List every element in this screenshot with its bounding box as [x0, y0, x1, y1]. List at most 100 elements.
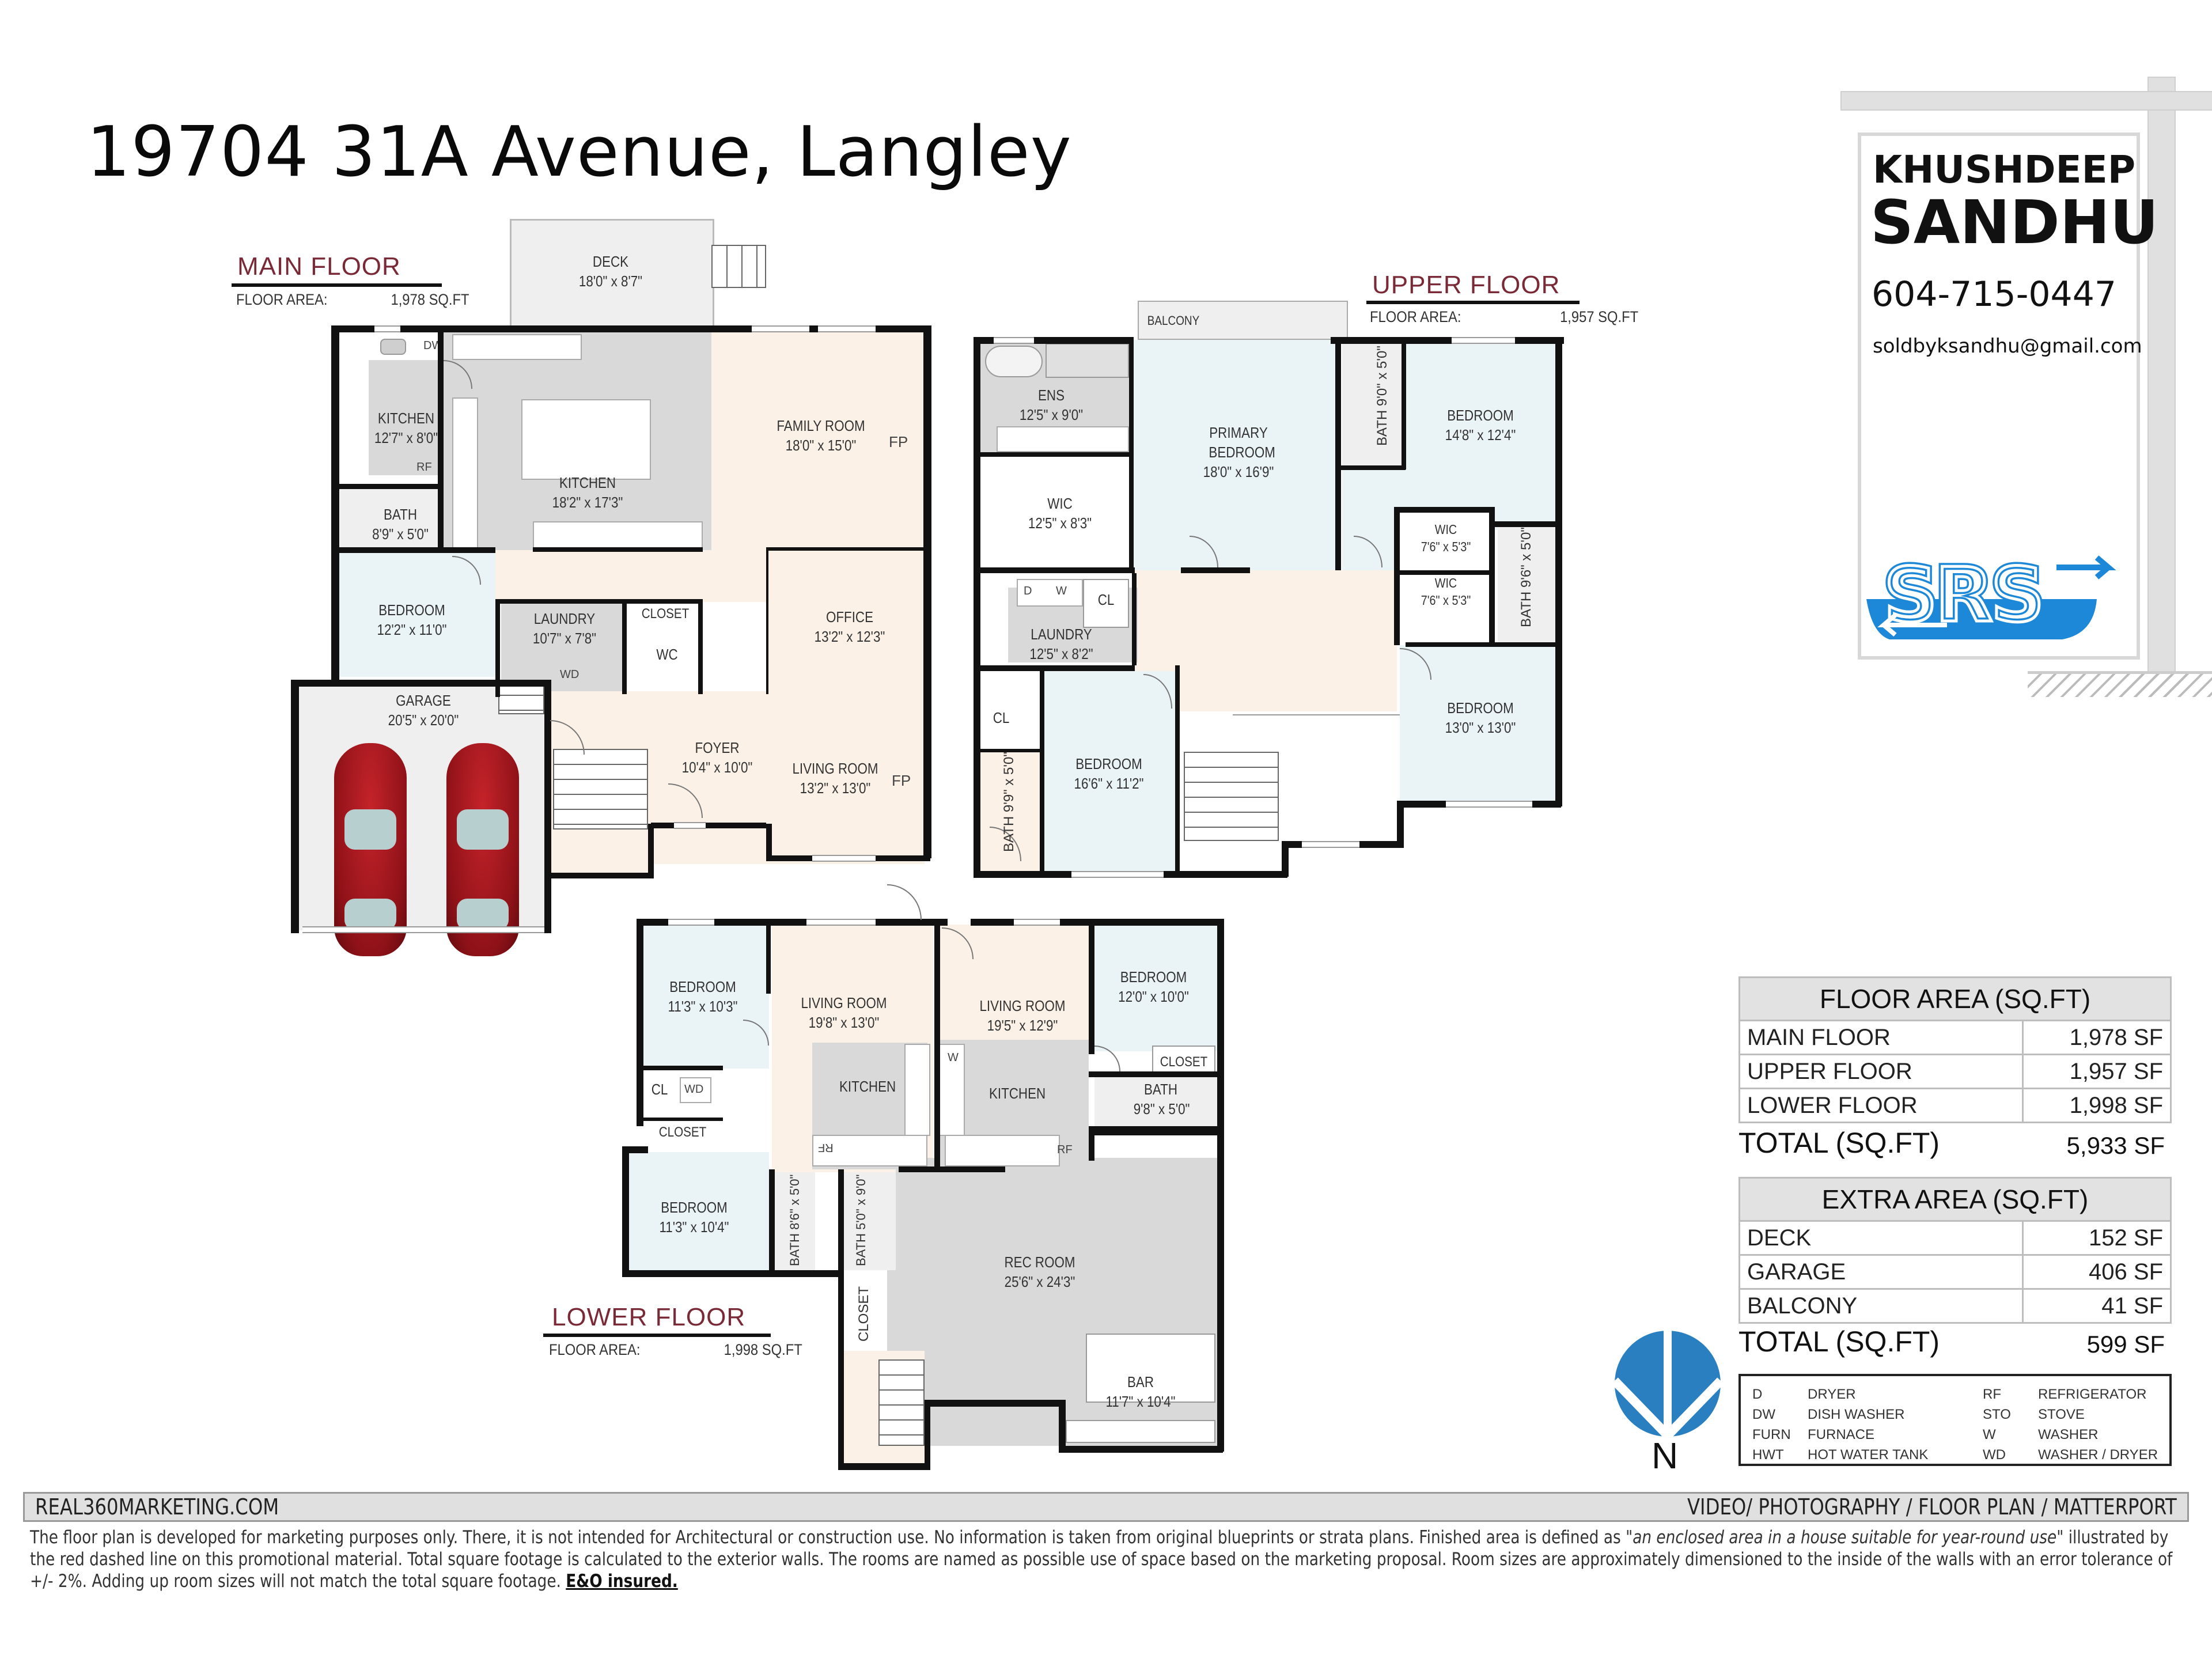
window	[1071, 871, 1164, 878]
wall	[337, 484, 441, 489]
wall	[766, 550, 768, 694]
lower-closet-1	[642, 1120, 723, 1152]
wall	[1089, 1126, 1218, 1135]
lower-kitchen-1-side	[904, 1044, 930, 1136]
wall	[1181, 567, 1250, 573]
room-label: BATH 9'6" x 5'0"	[1518, 527, 1534, 627]
wall	[838, 1169, 844, 1466]
wall	[1089, 1071, 1218, 1077]
area-label: FLOOR AREA:	[1370, 308, 1461, 325]
room-label: BATH 8'6" x 5'0"	[787, 1174, 802, 1266]
lower-kitchen-2-counter	[945, 1135, 1060, 1166]
main-bath	[340, 487, 444, 550]
wall	[642, 1118, 723, 1121]
lower-closet-2	[1152, 1046, 1215, 1074]
wall	[1217, 919, 1224, 1452]
room-label: BATH 5'0" x 9'0"	[854, 1174, 868, 1266]
upper-cl-1	[1083, 579, 1129, 628]
room-label: KITCHEN	[839, 1078, 896, 1095]
main-stairs	[553, 749, 648, 830]
rf-tag: RF	[416, 461, 432, 474]
bar-counter	[1066, 1420, 1215, 1443]
footer-bar: REAL360MARKETING.COM VIDEO/ PHOTOGRAPHY …	[23, 1492, 2189, 1522]
wic-2	[1400, 573, 1492, 645]
shower-icon	[1046, 343, 1129, 378]
wall	[648, 824, 654, 878]
rf-tag: RF	[818, 1141, 834, 1154]
agent-phone[interactable]: 604-715-0447	[1872, 274, 2117, 315]
wall	[766, 925, 771, 994]
w-tag: W	[1056, 585, 1067, 597]
wd-tag: WD	[560, 668, 579, 681]
bathtub-icon	[985, 346, 1043, 377]
agent-email[interactable]: soldbyksandhu@gmail.com	[1873, 335, 2142, 358]
wall	[331, 325, 339, 683]
bar	[1086, 1334, 1215, 1403]
wall	[766, 547, 925, 551]
wall	[979, 665, 1135, 671]
wall	[1406, 642, 1558, 647]
window	[994, 337, 1034, 344]
lower-kitchen-1-counter	[812, 1135, 927, 1166]
wall	[291, 680, 547, 687]
upper-cl-2	[979, 671, 1043, 752]
entry-door[interactable]	[887, 884, 922, 920]
upper-bath-2	[1498, 524, 1555, 645]
balcony	[1138, 301, 1348, 340]
agent-last-name: SANDHU	[1870, 187, 2159, 257]
laundry-machines	[1017, 579, 1083, 607]
w-tag: W	[948, 1051, 959, 1064]
wall	[547, 873, 651, 878]
room-label: CLOSET	[658, 1124, 707, 1140]
wall	[291, 680, 299, 933]
sign-post-arm	[1840, 91, 2212, 111]
wall	[698, 602, 703, 694]
page-title: 19704 31A Avenue, Langley	[86, 112, 1072, 192]
room-label: CLOSET	[1160, 1054, 1208, 1070]
wall	[1059, 1446, 1223, 1453]
wall	[1331, 337, 1564, 344]
lower-floor-heading: LOWER FLOOR	[552, 1303, 746, 1331]
wall	[979, 749, 1043, 752]
eo-insured-link[interactable]: E&O insured.	[566, 1571, 678, 1592]
wall	[1059, 1400, 1066, 1452]
floor-area-title: FLOOR AREA (SQ.FT)	[1738, 976, 2172, 1021]
disclaimer: The floor plan is developed for marketin…	[30, 1527, 2173, 1592]
wall	[1402, 340, 1406, 469]
wall	[1175, 665, 1180, 876]
window	[674, 822, 706, 829]
wall	[1489, 507, 1495, 645]
room-label: CLOSET	[641, 606, 690, 622]
website-link[interactable]: REAL360MARKETING.COM	[35, 1494, 279, 1520]
wall	[1555, 337, 1562, 806]
upper-bath-1	[1342, 340, 1406, 467]
wall	[769, 1169, 775, 1276]
wall	[1089, 925, 1094, 1054]
wall	[899, 1166, 1005, 1172]
room-label: CL	[993, 709, 1010, 726]
wall	[1282, 841, 1289, 877]
room-label: KITCHEN	[989, 1085, 1046, 1102]
office	[766, 550, 925, 694]
upper-floor-rule	[1366, 301, 1580, 304]
wall	[651, 823, 766, 828]
wall	[622, 1146, 629, 1276]
north-label: N	[1652, 1435, 1679, 1476]
window	[1302, 841, 1359, 848]
hallway	[495, 550, 766, 602]
